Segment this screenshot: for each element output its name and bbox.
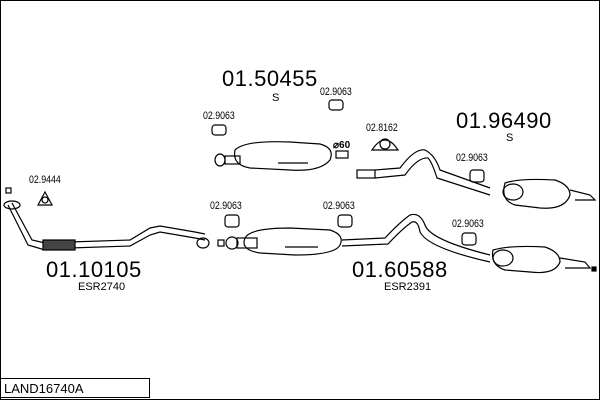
mount-label[interactable]: 02.9063 xyxy=(210,200,242,212)
small-square-icon xyxy=(5,187,12,194)
mount-label[interactable]: 02.9063 xyxy=(203,110,235,122)
mount-icon xyxy=(211,124,227,136)
part-number-middle-silencer[interactable]: 01.60588 xyxy=(352,257,448,282)
part-number-rear-silencer-s[interactable]: 01.96490 xyxy=(456,108,552,133)
part-number-front-pipe[interactable]: 01.10105 xyxy=(46,257,142,282)
rear-silencer-s-drawing[interactable] xyxy=(356,149,597,209)
part-number-middle-silencer-s[interactable]: 01.50455 xyxy=(222,66,318,91)
gasket-label[interactable]: 02.9444 xyxy=(29,174,61,186)
mount-icon xyxy=(224,214,240,228)
mount-label[interactable]: 02.9063 xyxy=(456,152,488,164)
part-code-front-pipe: ESR2740 xyxy=(78,281,126,293)
part-code-middle-silencer-s: S xyxy=(272,92,280,104)
clamp-icon xyxy=(370,139,400,151)
mount-label[interactable]: 02.9063 xyxy=(323,200,355,212)
mount-icon xyxy=(337,214,353,228)
part-code-rear-silencer-s: S xyxy=(506,132,514,144)
reference-label: LAND16740A xyxy=(0,378,150,398)
mount-icon xyxy=(469,169,485,183)
mount-label[interactable]: 02.9063 xyxy=(320,86,352,98)
part-code-middle-silencer: ESR2391 xyxy=(384,281,432,293)
mount-icon xyxy=(328,99,344,111)
front-pipe-drawing[interactable] xyxy=(3,200,206,251)
svg-text:⌀60: ⌀60 xyxy=(333,140,351,151)
mount-icon xyxy=(461,232,477,246)
middle-silencer-drawing[interactable] xyxy=(196,213,597,274)
mount-label[interactable]: 02.9063 xyxy=(452,218,484,230)
gasket-icon xyxy=(36,190,54,206)
middle-silencer-s-drawing[interactable] xyxy=(214,141,349,171)
clamp-label[interactable]: 02.8162 xyxy=(366,122,398,134)
